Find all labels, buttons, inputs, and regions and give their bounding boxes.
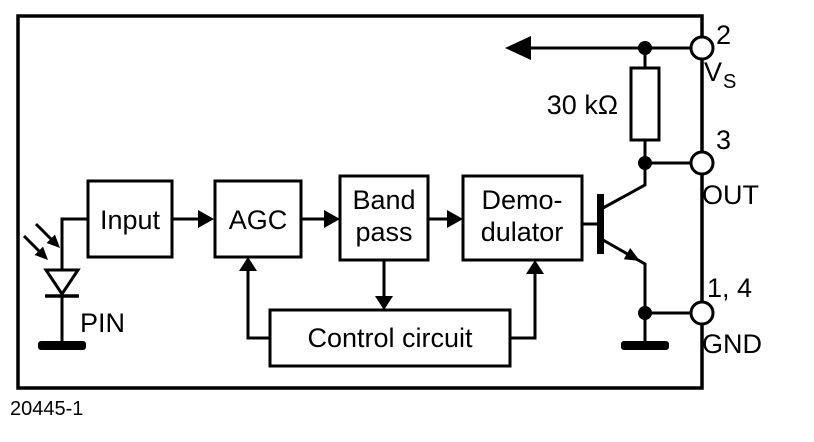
ground-symbol-left: [38, 341, 86, 350]
resistor-value-label: 30 kΩ: [547, 90, 618, 120]
junction-dot-gnd: [638, 306, 652, 320]
bandpass-block-box: [338, 174, 430, 262]
light-arrow-2: [34, 222, 54, 242]
light-arrowhead-2: [46, 234, 60, 248]
pin-name-gnd: GND: [702, 329, 762, 359]
pin-terminal-gnd: [689, 300, 715, 326]
photodiode-label: PIN: [80, 308, 125, 338]
light-arrow-1: [22, 234, 42, 254]
arrowhead-control-agc: [239, 257, 257, 271]
pin-name-vs-subscript: S: [723, 71, 736, 93]
transistor-collector: [602, 163, 647, 210]
npn-transistor-symbol: [582, 163, 647, 313]
pin-number-gnd: 1, 4: [707, 273, 752, 303]
photodiode-symbol: [22, 217, 88, 350]
pin-name-vs: V: [704, 57, 722, 87]
control-circuit-block-label: Control circuit: [307, 323, 473, 353]
ground-symbol-right: [621, 341, 669, 350]
input-block-box: [86, 179, 174, 259]
photodiode-anode-wire: [60, 217, 88, 270]
pin-number-vs: 2: [716, 20, 731, 50]
arrowhead-control-demodulator: [526, 260, 544, 274]
arrowhead-bandpass-demodulator: [447, 210, 463, 228]
supply-arrow-icon: [505, 36, 531, 60]
demodulator-block-box: [461, 174, 584, 262]
ic-outline: [16, 14, 704, 390]
wire-control-agc: [246, 270, 270, 340]
incoming-light-arrows-icon: [22, 222, 60, 260]
junction-dot-vs: [638, 41, 652, 55]
junction-dot-out: [638, 156, 652, 170]
bandpass-block-label-line1: Band: [352, 185, 415, 215]
figure-number-label: 20445-1: [10, 398, 83, 420]
pin-terminal-vs: [689, 35, 715, 61]
transistor-emitter: [602, 238, 647, 313]
input-block-label: Input: [100, 205, 161, 235]
arrowhead-input-agc: [198, 210, 214, 228]
photodiode-triangle: [43, 268, 81, 297]
wire-control-demodulator: [510, 273, 537, 340]
transistor-base-bar: [597, 194, 604, 254]
light-arrowhead-1: [34, 246, 48, 260]
agc-block-label: AGC: [229, 205, 288, 235]
arrowhead-bandpass-control: [375, 296, 393, 310]
demodulator-block-label-line2: dulator: [481, 217, 564, 247]
pin-terminal-out: [689, 150, 715, 176]
bandpass-block-label-line2: pass: [355, 217, 412, 247]
pin-number-out: 3: [716, 125, 731, 155]
emitter-arrowhead-icon: [623, 248, 640, 261]
arrowhead-agc-bandpass: [324, 210, 340, 228]
demodulator-block-label-line1: Demo-: [481, 185, 562, 215]
resistor-symbol: [629, 66, 661, 142]
pin-name-out: OUT: [702, 180, 759, 210]
